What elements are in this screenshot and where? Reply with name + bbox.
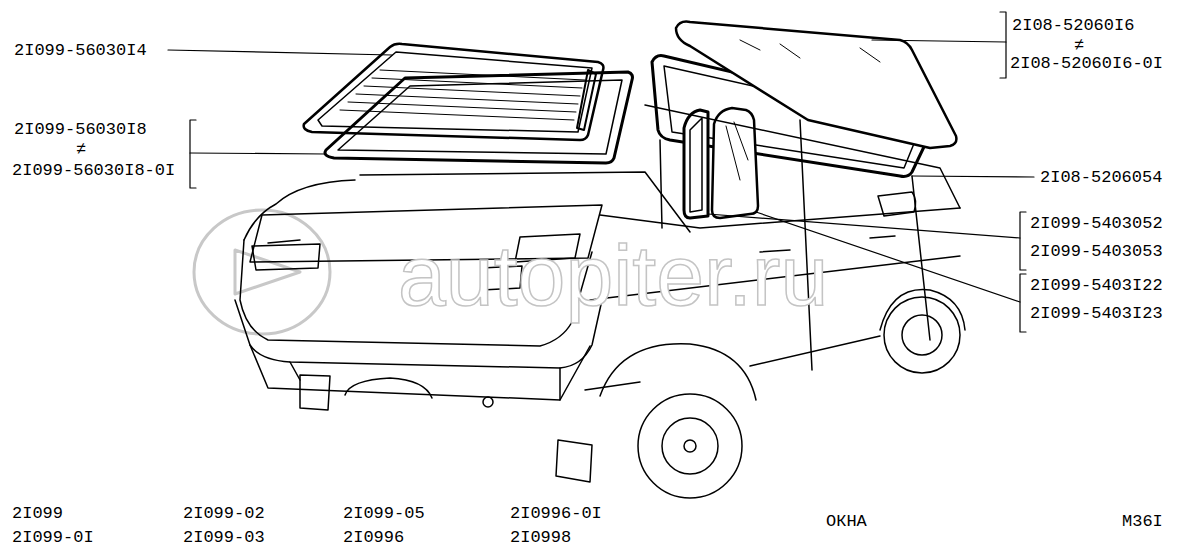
part-number: 2I099-5403052 (1030, 215, 1163, 232)
part-number: 2I099-56030I4 (14, 42, 147, 59)
rear-window-seal (325, 72, 633, 163)
watermark-logo (194, 210, 330, 334)
part-number: 2I099-56030I8 (14, 121, 147, 138)
part-number: ≠ (1074, 37, 1084, 54)
part-number: 2I08-5206054 (1040, 169, 1162, 186)
part-number: 2I0998 (510, 529, 571, 546)
part-number: 2I0996 (343, 529, 404, 546)
part-number: 2I099-5403I22 (1030, 277, 1163, 294)
part-number: 2I099-56030I8-0I (12, 162, 175, 179)
section-title: ОКНА (826, 513, 867, 530)
part-number: 2I099-5403I23 (1030, 305, 1163, 322)
part-number: 2I099-03 (183, 529, 265, 546)
part-number: M36I (1122, 513, 1163, 530)
part-number: 2I099-5403053 (1030, 243, 1163, 260)
leader-lines (168, 12, 1034, 332)
part-number: 2I08-52060I6 (1012, 17, 1134, 34)
part-number: 2I099 (12, 505, 63, 522)
rear-window-glass (304, 44, 604, 140)
watermark: autopiter.ru (398, 232, 828, 318)
part-number: 2I08-52060I6-0I (1010, 55, 1163, 72)
part-number: 2I099-0I (12, 529, 94, 546)
vent-window (684, 108, 758, 218)
part-number: 2I0996-0I (510, 505, 602, 522)
car-body (235, 105, 965, 498)
part-number: 2I099-02 (183, 505, 265, 522)
part-number: 2I099-05 (343, 505, 425, 522)
part-number: ≠ (76, 141, 86, 158)
